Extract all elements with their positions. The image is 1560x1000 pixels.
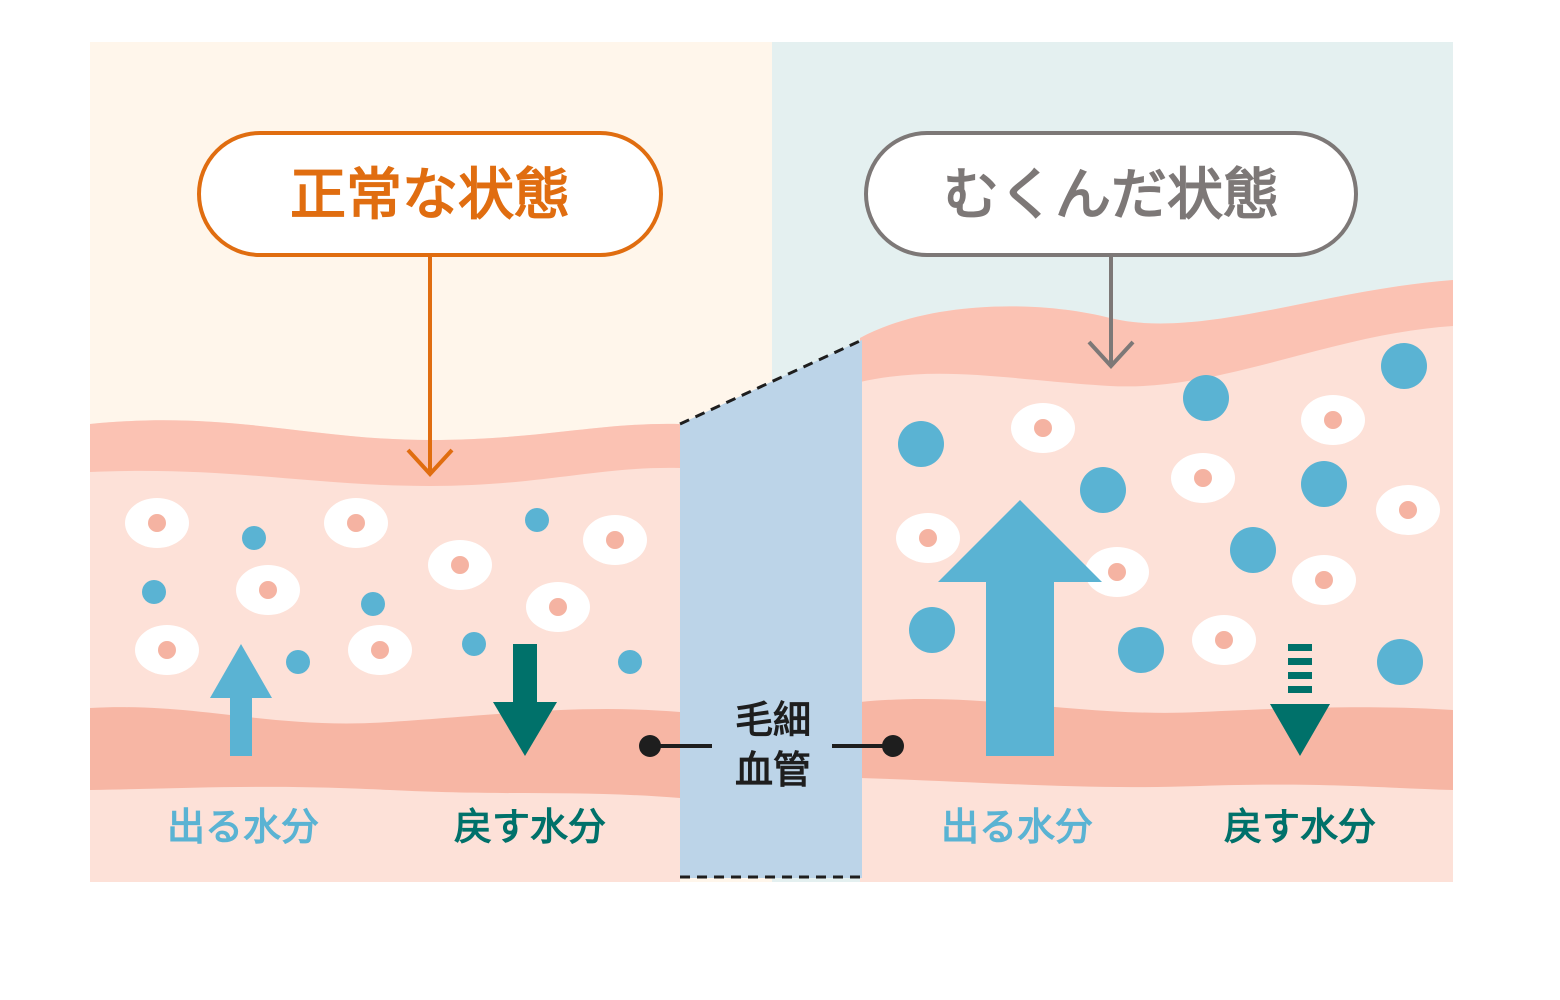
cell [896, 513, 960, 563]
water-droplet [286, 650, 310, 674]
cell [583, 515, 647, 565]
right-skin-band [860, 280, 1453, 387]
water-droplet [142, 580, 166, 604]
capillary-label-group: 毛細 血管 [639, 698, 904, 792]
normal-state-callout: 正常な状態 [197, 131, 663, 477]
cell [135, 625, 199, 675]
cell [348, 625, 412, 675]
cell [1085, 547, 1149, 597]
cell [1171, 453, 1235, 503]
cell [1011, 403, 1075, 453]
cell [125, 498, 189, 548]
cell [1376, 485, 1440, 535]
left-return-arrow [493, 644, 557, 756]
cell [1301, 395, 1365, 445]
left-skin-band [90, 420, 680, 486]
capillary [680, 340, 862, 878]
water-droplet [618, 650, 642, 674]
cell [526, 582, 590, 632]
water-droplet [898, 421, 944, 467]
capillary-label-line2: 血管 [735, 748, 811, 792]
left-water-droplets [142, 508, 642, 674]
water-droplet [1183, 375, 1229, 421]
water-droplet [361, 592, 385, 616]
water-droplet [1080, 467, 1126, 513]
normal-state-title: 正常な状態 [290, 163, 570, 228]
water-droplet [462, 632, 486, 656]
cell [1292, 555, 1356, 605]
capillary-label-line1: 毛細 [735, 698, 811, 742]
left-outflow-arrow [210, 644, 272, 756]
right-return-arrow-dashed [1270, 644, 1330, 756]
water-droplet [1381, 343, 1427, 389]
right-outflow-arrow-large [938, 500, 1102, 756]
cell [428, 540, 492, 590]
cell [324, 498, 388, 548]
right-outflow-label: 出る水分 [941, 805, 1093, 849]
left-outflow-label: 出る水分 [167, 805, 319, 849]
cell [236, 565, 300, 615]
water-droplet [1377, 639, 1423, 685]
left-return-label: 戻す水分 [454, 805, 606, 849]
swollen-state-title: むくんだ状態 [943, 163, 1279, 228]
water-droplet [1230, 527, 1276, 573]
water-droplet [525, 508, 549, 532]
water-droplet [242, 526, 266, 550]
swollen-state-callout: むくんだ状態 [864, 131, 1358, 369]
left-cells [125, 498, 647, 675]
water-droplet [1301, 461, 1347, 507]
water-droplet [909, 607, 955, 653]
right-water-droplets [898, 343, 1427, 685]
right-return-label: 戻す水分 [1224, 805, 1376, 849]
water-droplet [1118, 627, 1164, 673]
right-cells [896, 395, 1440, 665]
cell [1192, 615, 1256, 665]
